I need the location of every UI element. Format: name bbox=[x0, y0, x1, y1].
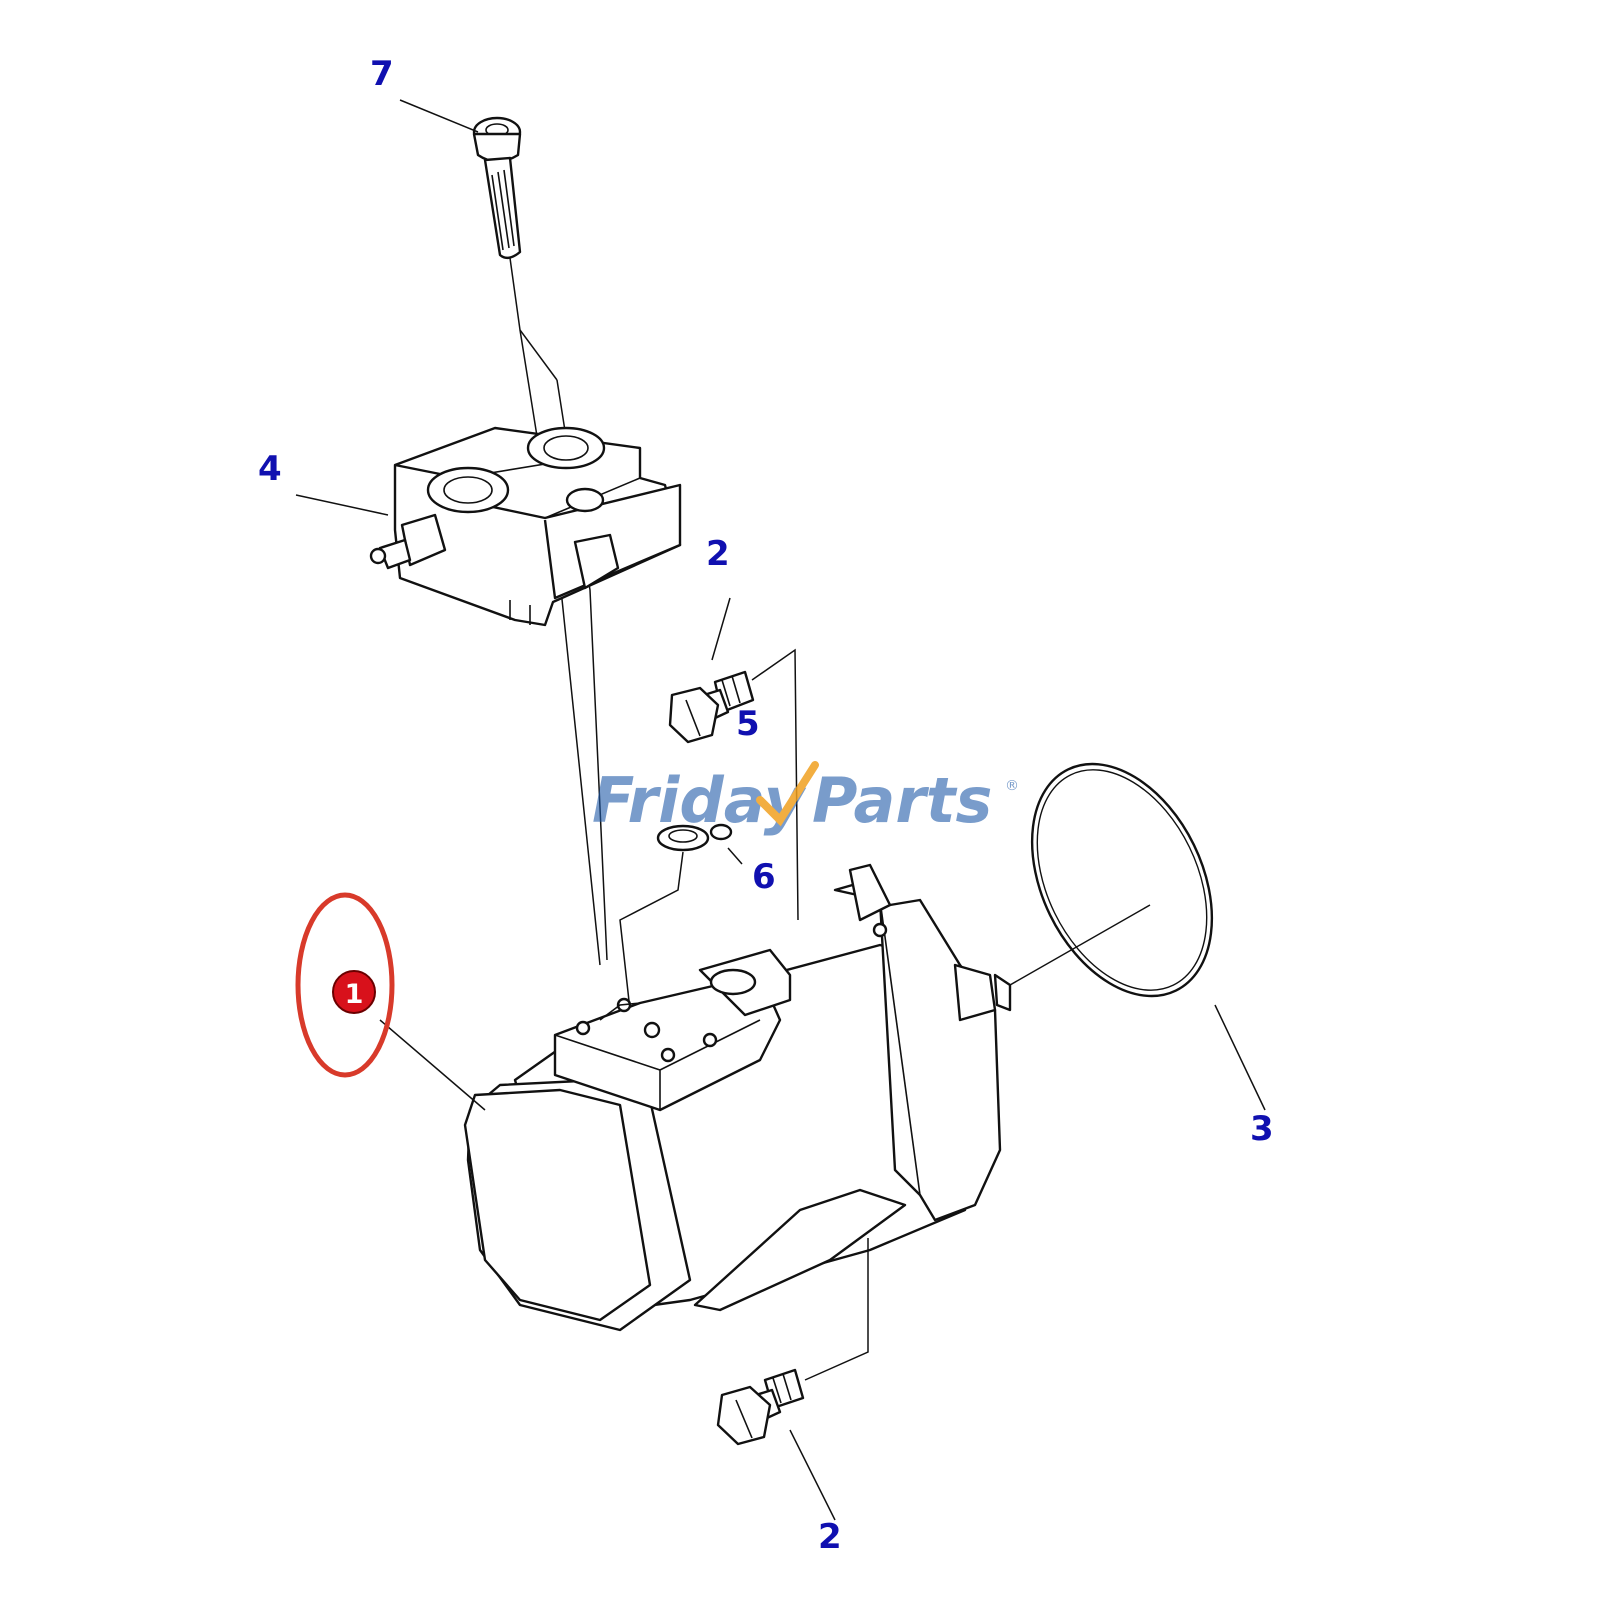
watermark-text-friday: Friday bbox=[592, 764, 807, 837]
leader-line-7-c bbox=[519, 329, 601, 966]
leader-line-2-lower-b bbox=[789, 1429, 836, 1521]
watermark-text-parts: Parts bbox=[812, 764, 992, 837]
callout-number-5: 5 bbox=[736, 704, 760, 744]
callout-number-6: 6 bbox=[752, 857, 776, 897]
leader-line-2-lower-a bbox=[804, 1238, 869, 1381]
leader-line-5 bbox=[751, 648, 799, 921]
socket-cap-screw-part-7 bbox=[472, 116, 522, 260]
leader-line-1 bbox=[379, 1019, 486, 1111]
leader-line-2-upper bbox=[711, 597, 731, 661]
callout-number-2-upper: 2 bbox=[706, 534, 730, 574]
part-1-marker-number: 1 bbox=[345, 979, 364, 1010]
leader-line-3-shaft bbox=[1009, 904, 1151, 986]
callout-number-3: 3 bbox=[1250, 1109, 1274, 1149]
leader-line-3 bbox=[1214, 1004, 1266, 1111]
watermark-logo: Friday Parts ® bbox=[592, 761, 1019, 837]
o-ring-part-3 bbox=[1030, 762, 1214, 998]
callout-number-2-lower: 2 bbox=[818, 1517, 842, 1557]
highlight-ring-part-1: 1 bbox=[295, 892, 395, 1078]
leader-line-4 bbox=[295, 494, 389, 516]
leader-line-6 bbox=[727, 847, 743, 865]
leader-line-6-b bbox=[619, 851, 684, 1011]
leader-line-7-a bbox=[509, 257, 558, 381]
leader-line-7-top bbox=[399, 99, 479, 133]
watermark-check-mark-icon bbox=[756, 761, 819, 827]
pump-assembly-part-1 bbox=[463, 863, 1012, 1332]
valve-block-part-4 bbox=[369, 426, 682, 627]
flange-bolt-part-2-upper bbox=[668, 670, 755, 744]
watermark-registered-mark: ® bbox=[1005, 778, 1019, 794]
washer-part-6 bbox=[656, 823, 733, 852]
flange-bolt-part-2-lower bbox=[716, 1368, 805, 1446]
callout-number-4: 4 bbox=[258, 449, 282, 489]
callout-number-7: 7 bbox=[370, 54, 394, 94]
